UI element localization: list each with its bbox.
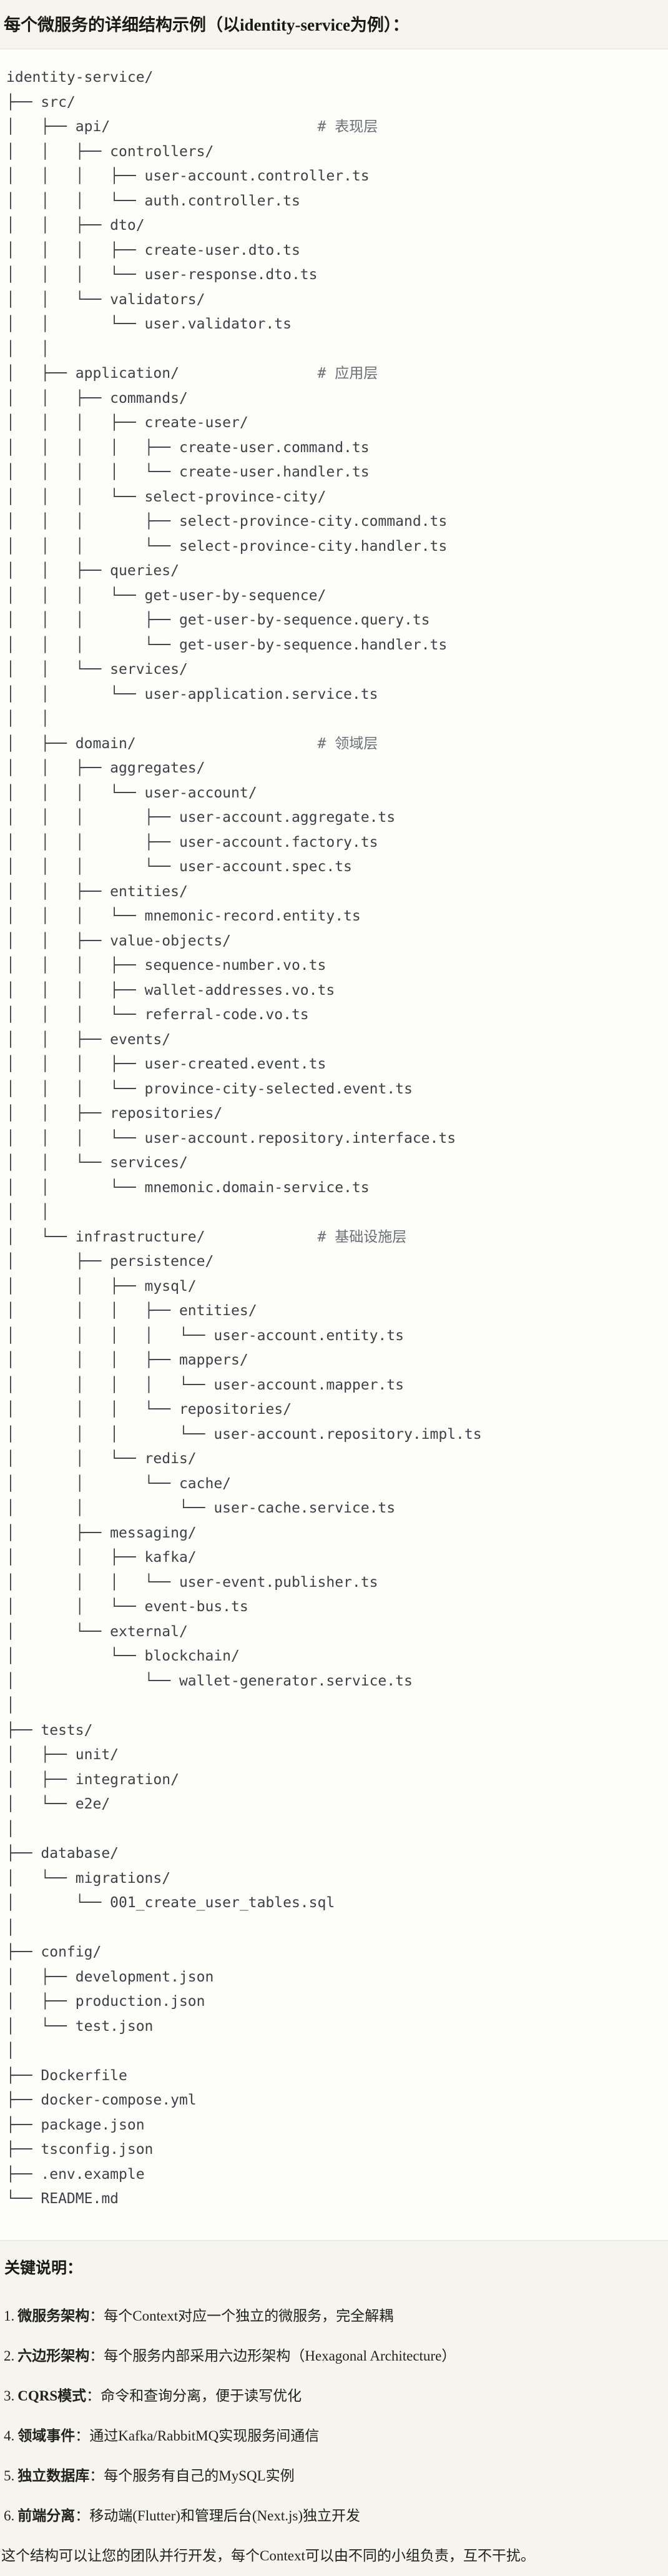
note-text: 每个服务内部采用六边形架构（Hexagonal Architecture） [104,2347,456,2364]
note-number: 3. [4,2387,15,2404]
note-label: 六边形架构 [17,2347,90,2364]
note-separator: ： [89,2307,104,2324]
note-label: 独立数据库 [17,2467,90,2484]
note-number: 5. [4,2467,15,2484]
note-number: 1. [4,2307,15,2324]
note-text: 每个服务有自己的MySQL实例 [104,2467,295,2484]
directory-tree: identity-service/ ├── src/ │ ├── api/ # … [0,49,668,2241]
note-number: 2. [4,2347,15,2364]
closing-paragraph: 这个结构可以让您的团队并行开发，每个Context可以由不同的小组负责，互不干扰… [1,2547,535,2564]
note-text: 每个Context对应一个独立的微服务，完全解耦 [104,2307,394,2324]
note-label: CQRS模式 [17,2387,87,2404]
note-label: 前端分离 [17,2507,76,2524]
key-note-6: 6.前端分离：移动端(Flutter)和管理后台(Next.js)独立开发 [4,2505,668,2526]
key-note-2: 2.六边形架构：每个服务内部采用六边形架构（Hexagonal Architec… [4,2346,668,2366]
key-note-3: 3.CQRS模式：命令和查询分离，便于读写优化 [4,2386,668,2406]
key-notes-list: 1.微服务架构：每个Context对应一个独立的微服务，完全解耦 2.六边形架构… [0,2306,668,2526]
note-text: 通过Kafka/RabbitMQ实现服务间通信 [89,2427,320,2444]
key-notes-heading: 关键说明： [4,2259,83,2277]
note-separator: ： [75,2507,90,2524]
note-number: 6. [4,2507,15,2524]
key-note-1: 1.微服务架构：每个Context对应一个独立的微服务，完全解耦 [4,2306,668,2326]
note-label: 领域事件 [17,2427,76,2444]
page-title: 每个微服务的详细结构示例（以identity-service为例）： [4,16,410,34]
note-separator: ： [75,2427,90,2444]
key-note-5: 5.独立数据库：每个服务有自己的MySQL实例 [4,2465,668,2486]
note-number: 4. [4,2427,15,2444]
key-note-4: 4.领域事件：通过Kafka/RabbitMQ实现服务间通信 [4,2425,668,2446]
note-separator: ： [89,2347,104,2364]
note-separator: ： [89,2467,104,2484]
note-text: 命令和查询分离，便于读写优化 [101,2387,302,2404]
note-text: 移动端(Flutter)和管理后台(Next.js)独立开发 [89,2507,361,2524]
note-separator: ： [86,2387,101,2404]
note-label: 微服务架构 [17,2307,90,2324]
